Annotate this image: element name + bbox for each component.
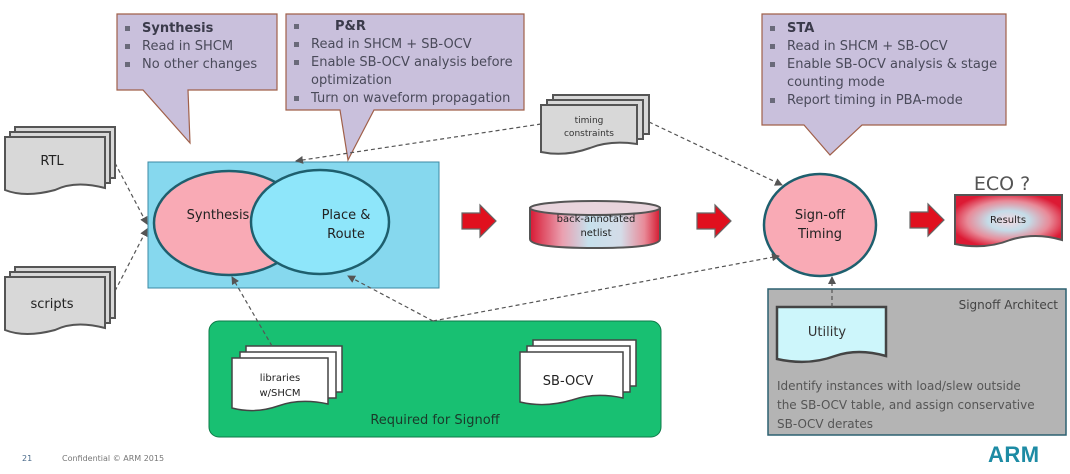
connector-green-to-signoff (432, 253, 780, 322)
signoff-architect-desc-1: Identify instances with load/slew outsid… (777, 379, 1021, 393)
libraries-document[interactable]: libraries w/SHCM (231, 345, 343, 412)
utility-document[interactable]: Utility (775, 305, 888, 364)
libraries-label-1: libraries (260, 373, 300, 384)
callout-pnr-item: Enable SB-OCV analysis before optimizati… (291, 54, 527, 90)
sbocv-document[interactable]: SB-OCV (519, 339, 637, 406)
netlist-label-2: netlist (580, 228, 611, 239)
libraries-label-2: w/SHCM (259, 388, 300, 399)
callout-synthesis-item: No other changes (122, 56, 257, 74)
place-route-label-2: Route (327, 227, 365, 242)
callout-synthesis-text: Synthesis Read in SHCM No other changes (122, 20, 257, 74)
callout-sta-item: Enable SB-OCV analysis & stage counting … (767, 56, 1003, 92)
place-route-ellipse[interactable] (249, 168, 391, 276)
callout-sta-item: Read in SHCM + SB-OCV (767, 38, 1003, 56)
flow-arrow-icon (696, 203, 732, 239)
callout-sta-title: STA (767, 20, 1003, 38)
signoff-architect-title: Signoff Architect (959, 298, 1059, 312)
timing-constraints-label-2: constraints (564, 129, 614, 139)
callout-synthesis-item: Read in SHCM (122, 38, 257, 56)
scripts-document[interactable]: scripts (4, 266, 116, 335)
callout-synthesis-title: Synthesis (122, 20, 257, 38)
timing-constraints-document[interactable]: timing constraints (540, 94, 650, 155)
callout-pnr-item: Turn on waveform propagation (291, 90, 527, 108)
place-route-label-1: Place & (322, 208, 371, 223)
signoff-architect-desc-2: the SB-OCV table, and assign conservativ… (777, 398, 1035, 412)
page-number: 21 (22, 454, 33, 463)
synthesis-label: Synthesis (187, 208, 250, 223)
scripts-label: scripts (31, 297, 74, 312)
callout-sta-text: STA Read in SHCM + SB-OCV Enable SB-OCV … (767, 20, 1003, 110)
connector-libraries-to-synthesis (231, 276, 273, 347)
eco-question-label: ECO ? (974, 173, 1030, 195)
callout-pnr-item: Read in SHCM + SB-OCV (291, 36, 527, 54)
sbocv-label: SB-OCV (543, 374, 594, 389)
signoff-timing-ellipse[interactable] (762, 172, 878, 278)
signoff-timing-label-2: Timing (797, 227, 842, 242)
required-for-signoff-label: Required for Signoff (370, 413, 500, 428)
results-label: Results (990, 215, 1026, 226)
flow-arrow-icon (461, 203, 497, 239)
signoff-architect-desc-3: SB-OCV derates (777, 417, 873, 431)
connector-scripts-to-impl (114, 228, 148, 292)
arm-logo: ARM (988, 442, 1040, 467)
flow-arrow-icon (909, 202, 945, 238)
connector-rtl-to-impl (114, 162, 148, 225)
callout-pnr (285, 13, 525, 162)
callout-pnr-text: P&R Read in SHCM + SB-OCV Enable SB-OCV … (291, 18, 527, 108)
results-document[interactable]: Results (954, 194, 1063, 248)
timing-constraints-label-1: timing (575, 116, 604, 126)
connector-constraints-to-signoff (648, 121, 783, 186)
utility-label: Utility (808, 325, 847, 340)
confidential-notice: Confidential © ARM 2015 (62, 454, 165, 463)
netlist-cylinder[interactable]: back-annotated netlist (529, 200, 661, 250)
callout-pnr-title: P&R (291, 18, 527, 36)
connector-green-to-pnr (347, 275, 434, 322)
callout-sta-item: Report timing in PBA-mode (767, 92, 1003, 110)
signoff-timing-label-1: Sign-off (795, 208, 846, 223)
callout-synthesis (116, 13, 278, 145)
rtl-label: RTL (40, 154, 64, 169)
netlist-label-1: back-annotated (557, 214, 636, 225)
connector-constraints-to-impl (295, 123, 542, 164)
rtl-document[interactable]: RTL (4, 126, 116, 195)
callout-sta (761, 13, 1007, 156)
